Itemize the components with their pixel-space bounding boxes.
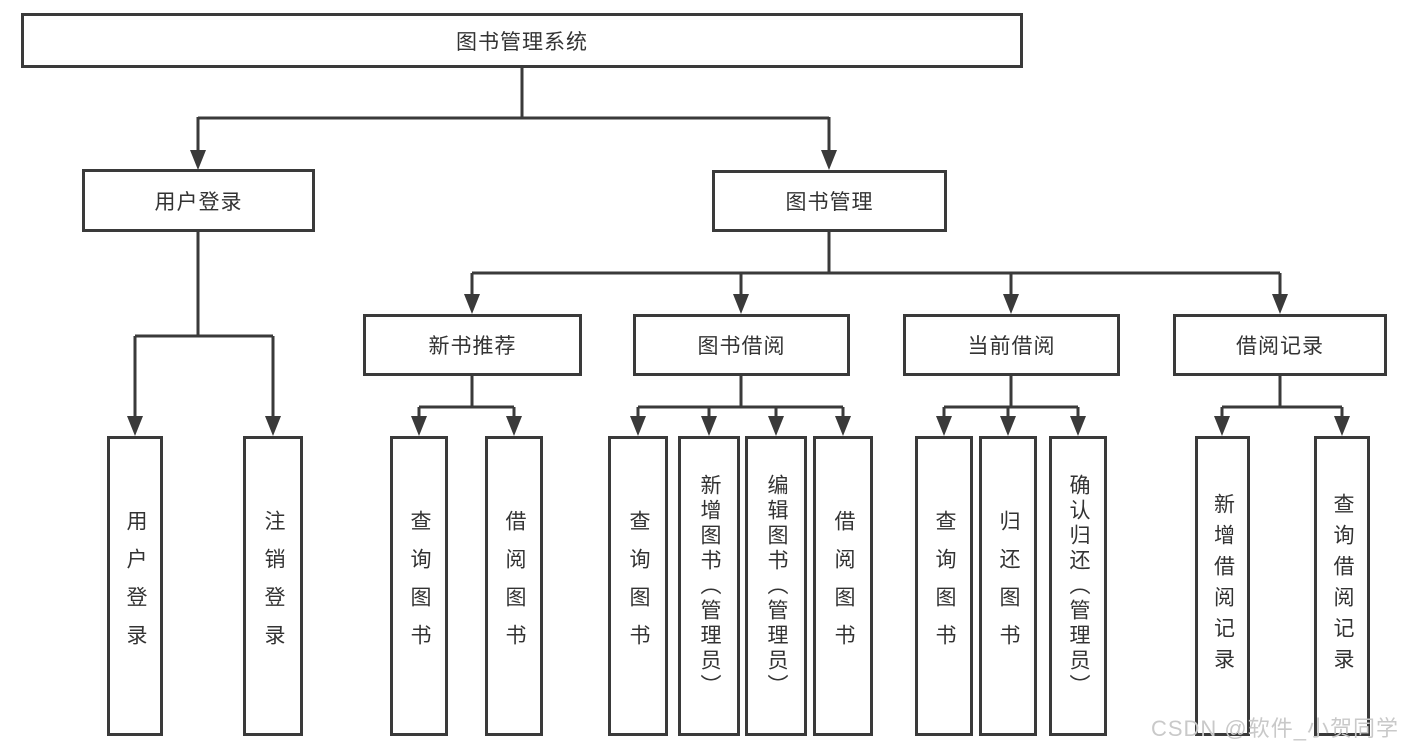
node-label: 借阅图书 (832, 510, 855, 662)
arrowhead-icon (464, 294, 480, 314)
node-label: 借阅图书 (503, 510, 526, 662)
arrowhead-icon (411, 416, 427, 436)
arrowhead-icon (1000, 416, 1016, 436)
leaf-query-book-recommend: 查询图书 (390, 436, 448, 736)
node-user-login: 用户登录 (82, 169, 315, 232)
leaf-add-borrow-record: 新增借阅记录 (1195, 436, 1250, 736)
csdn-watermark: CSDN @软件_小贺同学 (1150, 716, 1399, 741)
leaf-user-login: 用户登录 (107, 436, 163, 736)
node-label: 图书管理 (785, 191, 874, 214)
arrowhead-icon (1272, 294, 1288, 314)
leaf-confirm-return-admin: 确认归还（管理员） (1049, 436, 1107, 736)
arrowhead-icon (630, 416, 646, 436)
leaf-query-borrow-record: 查询借阅记录 (1314, 436, 1370, 736)
node-label: 归还图书 (997, 510, 1020, 662)
node-label: 新书推荐 (428, 335, 517, 358)
arrowhead-icon (1070, 416, 1086, 436)
arrowhead-icon (768, 416, 784, 436)
leaf-add-book-admin: 新增图书（管理员） (678, 436, 740, 736)
node-current-borrow: 当前借阅 (903, 314, 1120, 376)
node-label: 确认归还（管理员） (1067, 473, 1090, 699)
leaf-query-book-current: 查询图书 (915, 436, 973, 736)
node-label: 查询图书 (933, 510, 956, 662)
arrowhead-icon (936, 416, 952, 436)
arrowhead-icon (733, 294, 749, 314)
arrowhead-icon (835, 416, 851, 436)
node-book-borrow: 图书借阅 (633, 314, 850, 376)
leaf-query-book-borrow: 查询图书 (608, 436, 668, 736)
node-label: 新增图书（管理员） (698, 473, 721, 699)
node-label: 新增借阅记录 (1211, 493, 1235, 679)
arrowhead-icon (701, 416, 717, 436)
node-label: 图书借阅 (697, 335, 786, 358)
arrowhead-icon (506, 416, 522, 436)
arrowhead-icon (1214, 416, 1230, 436)
node-label: 用户登录 (124, 510, 147, 662)
leaf-edit-book-admin: 编辑图书（管理员） (745, 436, 807, 736)
node-label: 查询借阅记录 (1331, 493, 1354, 679)
node-label: 编辑图书（管理员） (765, 473, 788, 699)
node-label: 注销登录 (262, 510, 285, 662)
node-borrow-record: 借阅记录 (1173, 314, 1387, 376)
node-label: 用户登录 (154, 190, 243, 214)
arrowhead-icon (265, 416, 281, 436)
node-new-book-recommend: 新书推荐 (363, 314, 582, 376)
arrowhead-icon (1003, 294, 1019, 314)
node-root-library-system: 图书管理系统 (21, 13, 1023, 68)
arrowhead-icon (190, 150, 206, 170)
node-label: 查询图书 (408, 510, 431, 662)
arrowhead-icon (821, 150, 837, 170)
arrowhead-icon (1334, 416, 1350, 436)
node-label: 图书管理系统 (456, 30, 588, 54)
node-label: 借阅记录 (1236, 335, 1324, 358)
leaf-borrow-book: 借阅图书 (813, 436, 873, 736)
leaf-borrow-book-recommend: 借阅图书 (485, 436, 543, 736)
leaf-return-book: 归还图书 (979, 436, 1037, 736)
node-label: 查询图书 (627, 510, 650, 662)
node-label: 当前借阅 (967, 335, 1056, 358)
node-book-management: 图书管理 (712, 170, 947, 232)
arrowhead-icon (127, 416, 143, 436)
leaf-logout: 注销登录 (243, 436, 303, 736)
